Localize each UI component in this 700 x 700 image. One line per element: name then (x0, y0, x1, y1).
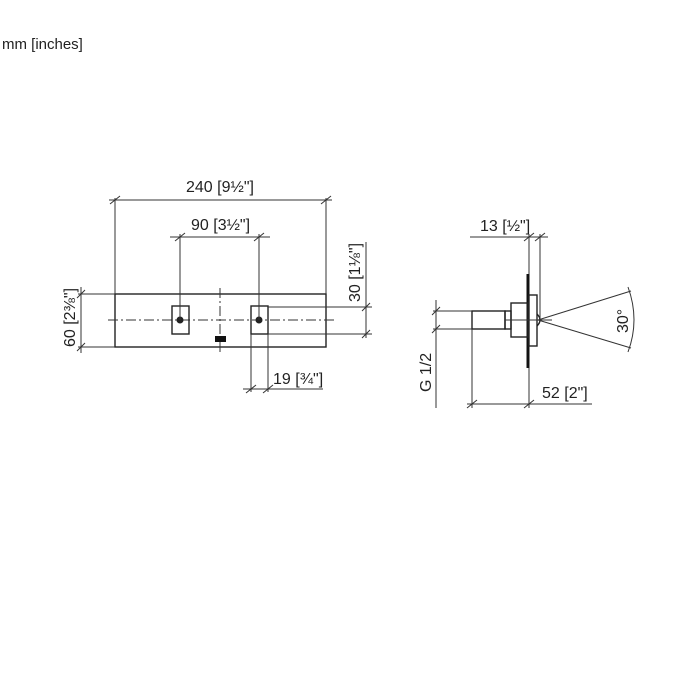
angle-arc (627, 286, 635, 353)
dimension-thread: G 1/2 (418, 300, 472, 408)
dimension-spacing: 90 [3½"] (170, 217, 270, 320)
dimension-element-height: 30 [1⅛"] (268, 242, 372, 339)
spacing-dim-label: 90 [3½"] (191, 217, 250, 234)
dimension-width: 240 [9½"] (109, 179, 332, 294)
inlet-pipe (471, 310, 506, 330)
dimension-height: 60 [2⅜"] (62, 287, 115, 353)
element-width-dim-label: 19 [¾"] (273, 371, 323, 388)
dimension-plate: 13 [½"] (470, 218, 548, 318)
plate-dim-label: 13 [½"] (480, 218, 530, 235)
width-dim-label: 240 [9½"] (186, 179, 254, 196)
spray-upper-line (537, 290, 632, 321)
spray-angle-label: 30° (615, 309, 632, 333)
height-dim-label: 60 [2⅜"] (62, 288, 79, 347)
sensor-window (215, 336, 226, 342)
dimension-depth: 52 [2"] (466, 329, 592, 409)
thread-dim-label: G 1/2 (418, 353, 435, 392)
side-view: 30° 13 [½"] G 1/2 52 [2"] (418, 218, 635, 409)
front-view: 240 [9½"] 90 [3½"] 60 [2⅜"] 30 [ (62, 179, 372, 394)
dimension-element-width: 19 [¾"] (243, 334, 323, 394)
units-label: mm [inches] (2, 36, 83, 53)
spray-lower-line (537, 319, 632, 349)
element-height-dim-label: 30 [1⅛"] (347, 243, 364, 302)
depth-dim-label: 52 [2"] (542, 385, 588, 402)
